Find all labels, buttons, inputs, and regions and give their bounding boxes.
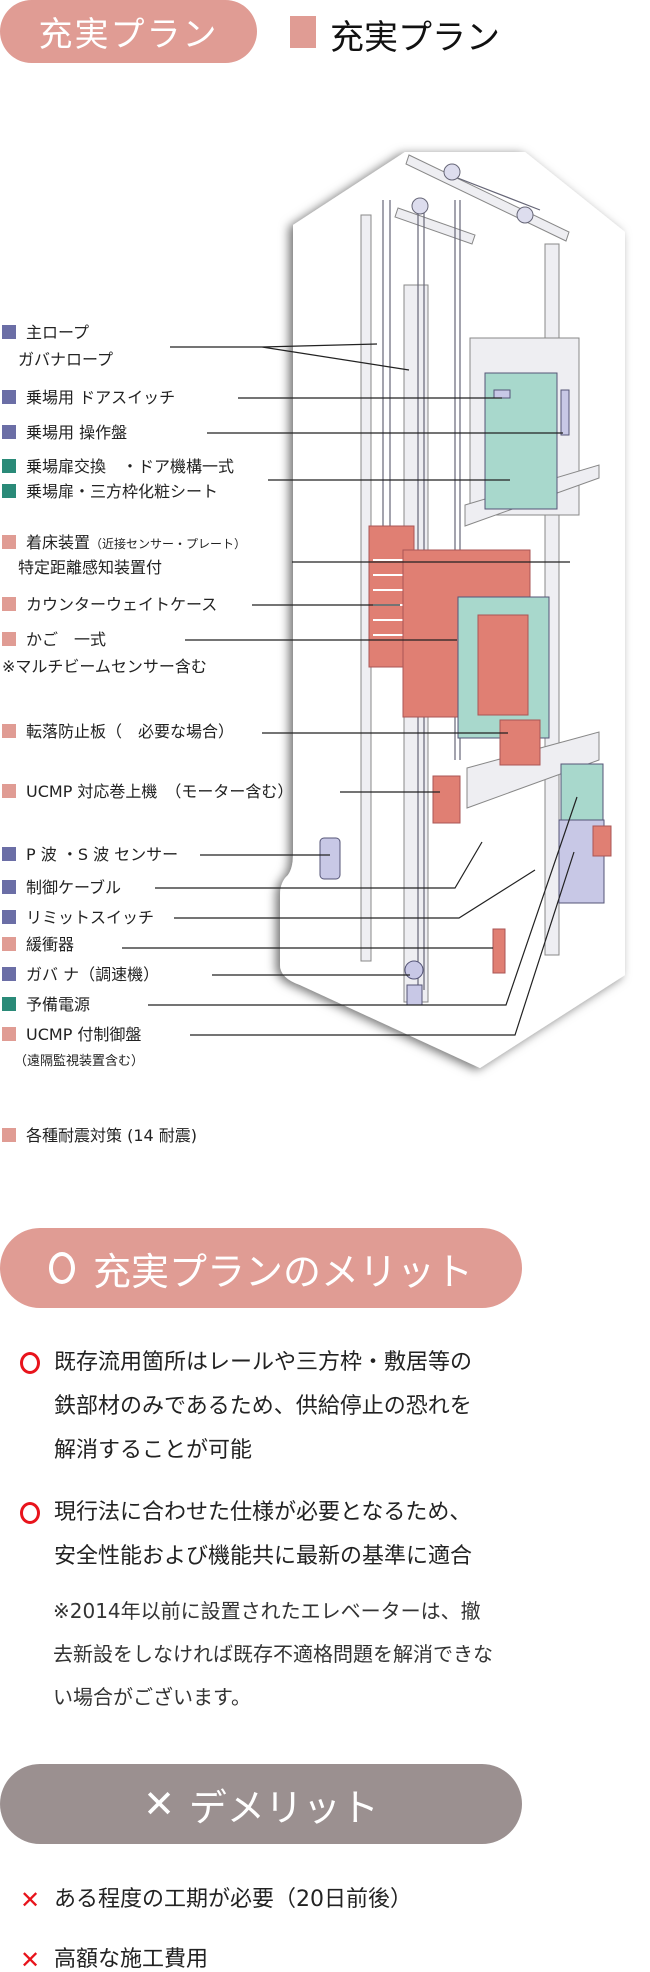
legend-square-icon bbox=[2, 910, 16, 924]
part-label-text: 着床装置 bbox=[26, 533, 91, 552]
circle-icon bbox=[20, 1502, 40, 1524]
part-label: リミットスイッチ bbox=[2, 908, 154, 928]
demerit-item: ✕ ある程度の工期が必要（20日前後） bbox=[20, 1878, 412, 1922]
part-label: 予備電源 bbox=[2, 995, 90, 1015]
legend-swatch bbox=[290, 16, 316, 48]
part-label: カウンターウェイトケース bbox=[2, 595, 217, 615]
plan-heading-pill: 充実プラン bbox=[0, 0, 257, 63]
elevator-diagram bbox=[122, 152, 625, 1068]
legend-square-icon bbox=[2, 1027, 16, 1041]
part-label-text: 主ロープ bbox=[26, 323, 90, 342]
part-label-text: 乗場用 ドアスイッチ bbox=[26, 388, 176, 407]
merit-line: 既存流用箇所はレールや三方枠・敷居等の bbox=[54, 1350, 473, 1375]
part-label: 着床装置（近接センサー・プレート） bbox=[2, 533, 246, 554]
control-panel bbox=[560, 763, 604, 821]
merit-note: ※2014年以前に設置されたエレベーターは、撤去新設をしなければ既存不適格問題を… bbox=[53, 1590, 613, 1719]
toe-guard bbox=[499, 719, 541, 766]
merit-item: 既存流用箇所はレールや三方枠・敷居等の鉄部材のみであるため、供給停止の恐れを解消… bbox=[20, 1341, 472, 1473]
part-label-text: 各種耐震対策 (14 耐震) bbox=[26, 1126, 198, 1145]
part-label-text: 予備電源 bbox=[26, 995, 91, 1014]
legend-square-icon bbox=[2, 632, 16, 646]
part-label: 主ロープ bbox=[2, 323, 89, 343]
note-line: い場合がございます。 bbox=[53, 1685, 251, 1709]
x-icon: ✕ bbox=[143, 1782, 175, 1826]
part-label-sub: ガバナロープ bbox=[18, 350, 114, 369]
part-label-text: 転落防止板（ 必要な場合） bbox=[26, 722, 235, 741]
merit-title: 充実プランのメリット bbox=[92, 1249, 473, 1294]
part-label-text: 制御ケーブル bbox=[26, 878, 122, 897]
demerit-item: ✕ 高額な施工費用 bbox=[20, 1938, 208, 1972]
part-label-text: カウンターウェイトケース bbox=[26, 595, 218, 614]
legend-square-icon bbox=[2, 459, 16, 473]
merit-item: 現行法に合わせた仕様が必要となるため、安全性能および機能共に最新の基準に適合 bbox=[20, 1491, 472, 1579]
merit-line: 解消することが可能 bbox=[54, 1438, 253, 1463]
traction-machine bbox=[432, 775, 461, 824]
pwave-sensor bbox=[319, 837, 341, 880]
merit-line: 安全性能および機能共に最新の基準に適合 bbox=[54, 1544, 473, 1569]
part-label: 各種耐震対策 (14 耐震) bbox=[2, 1126, 197, 1146]
legend-square-icon bbox=[2, 880, 16, 894]
note-line: ※2014年以前に設置されたエレベーターは、撤 bbox=[53, 1599, 481, 1623]
part-label-sub: 特定距離感知装置付 bbox=[18, 558, 163, 577]
part-label-text: 緩衝器 bbox=[26, 935, 75, 954]
part-label-text: P 波 ・S 波 センサー bbox=[26, 845, 179, 864]
part-label-note: （近接センサー・プレート） bbox=[90, 537, 247, 551]
legend-square-icon bbox=[2, 425, 16, 439]
legend-square-icon bbox=[2, 724, 16, 738]
legend-square-icon bbox=[2, 535, 16, 549]
legend-square-icon bbox=[2, 1128, 16, 1142]
part-label-text: リミットスイッチ bbox=[26, 908, 155, 927]
legend-square-icon bbox=[2, 484, 16, 498]
door-switch bbox=[493, 389, 511, 399]
part-label: UCMP 対応巻上機 （モーター含む） bbox=[2, 782, 293, 802]
legend-square-icon bbox=[2, 390, 16, 404]
part-label: 制御ケーブル bbox=[2, 878, 121, 898]
part-label: 緩衝器 bbox=[2, 935, 74, 955]
sheave bbox=[411, 197, 429, 215]
merit-heading-pill: 充実プランのメリット bbox=[0, 1228, 522, 1308]
part-label: かご 一式 bbox=[2, 630, 106, 650]
part-label-text: 乗場用 操作盤 bbox=[26, 423, 128, 442]
part-label-text: ガバ ナ（調速機） bbox=[26, 965, 160, 984]
buffer bbox=[492, 928, 506, 974]
part-label: 転落防止板（ 必要な場合） bbox=[2, 722, 234, 742]
part-label-text: かご 一式 bbox=[26, 630, 107, 649]
legend-square-icon bbox=[2, 597, 16, 611]
legend-square-icon bbox=[2, 784, 16, 798]
governor bbox=[404, 960, 424, 980]
circle-icon bbox=[48, 1252, 75, 1284]
part-label: P 波 ・S 波 センサー bbox=[2, 845, 178, 865]
demerit-text: ある程度の工期が必要（20日前後） bbox=[54, 1887, 412, 1912]
x-icon: ✕ bbox=[20, 1946, 41, 1972]
part-label-sub: （遠隔監視装置含む） bbox=[14, 1054, 145, 1069]
hall-panel bbox=[560, 389, 570, 436]
x-icon: ✕ bbox=[20, 1886, 41, 1914]
circle-icon bbox=[20, 1352, 40, 1374]
part-label: 乗場扉交換 ・ドア機構一式 bbox=[2, 457, 234, 477]
part-label: ガバ ナ（調速機） bbox=[2, 965, 159, 985]
part-label-text: 乗場扉・三方枠化粧シート bbox=[26, 482, 219, 501]
part-label: 乗場用 操作盤 bbox=[2, 423, 127, 443]
part-label-text: UCMP 付制御盤 bbox=[26, 1025, 142, 1044]
part-label: UCMP 付制御盤 bbox=[2, 1025, 141, 1045]
merit-line: 現行法に合わせた仕様が必要となるため、 bbox=[54, 1500, 472, 1525]
part-label: 乗場扉・三方枠化粧シート bbox=[2, 482, 218, 502]
part-label: 乗場用 ドアスイッチ bbox=[2, 388, 175, 408]
demerit-title: デメリット bbox=[188, 1785, 379, 1830]
legend-label: 充実プラン bbox=[330, 18, 500, 58]
legend-square-icon bbox=[2, 847, 16, 861]
lower-slab bbox=[466, 731, 600, 809]
leader-lines bbox=[122, 343, 578, 1036]
demerit-heading-pill: ✕ デメリット bbox=[0, 1764, 522, 1844]
part-label-sub: ※マルチビームセンサー含む bbox=[2, 657, 207, 676]
demerit-text: 高額な施工費用 bbox=[54, 1947, 209, 1972]
legend-square-icon bbox=[2, 937, 16, 951]
part-label-text: UCMP 対応巻上機 （モーター含む） bbox=[26, 782, 294, 801]
part-label-text: 乗場扉交換 ・ドア機構一式 bbox=[26, 457, 235, 476]
legend-square-icon bbox=[2, 967, 16, 981]
note-line: 去新設をしなければ既存不適格問題を解消できな bbox=[53, 1642, 493, 1666]
merit-line: 鉄部材のみであるため、供給停止の恐れを bbox=[54, 1394, 472, 1419]
legend-square-icon bbox=[2, 325, 16, 339]
legend-square-icon bbox=[2, 997, 16, 1011]
